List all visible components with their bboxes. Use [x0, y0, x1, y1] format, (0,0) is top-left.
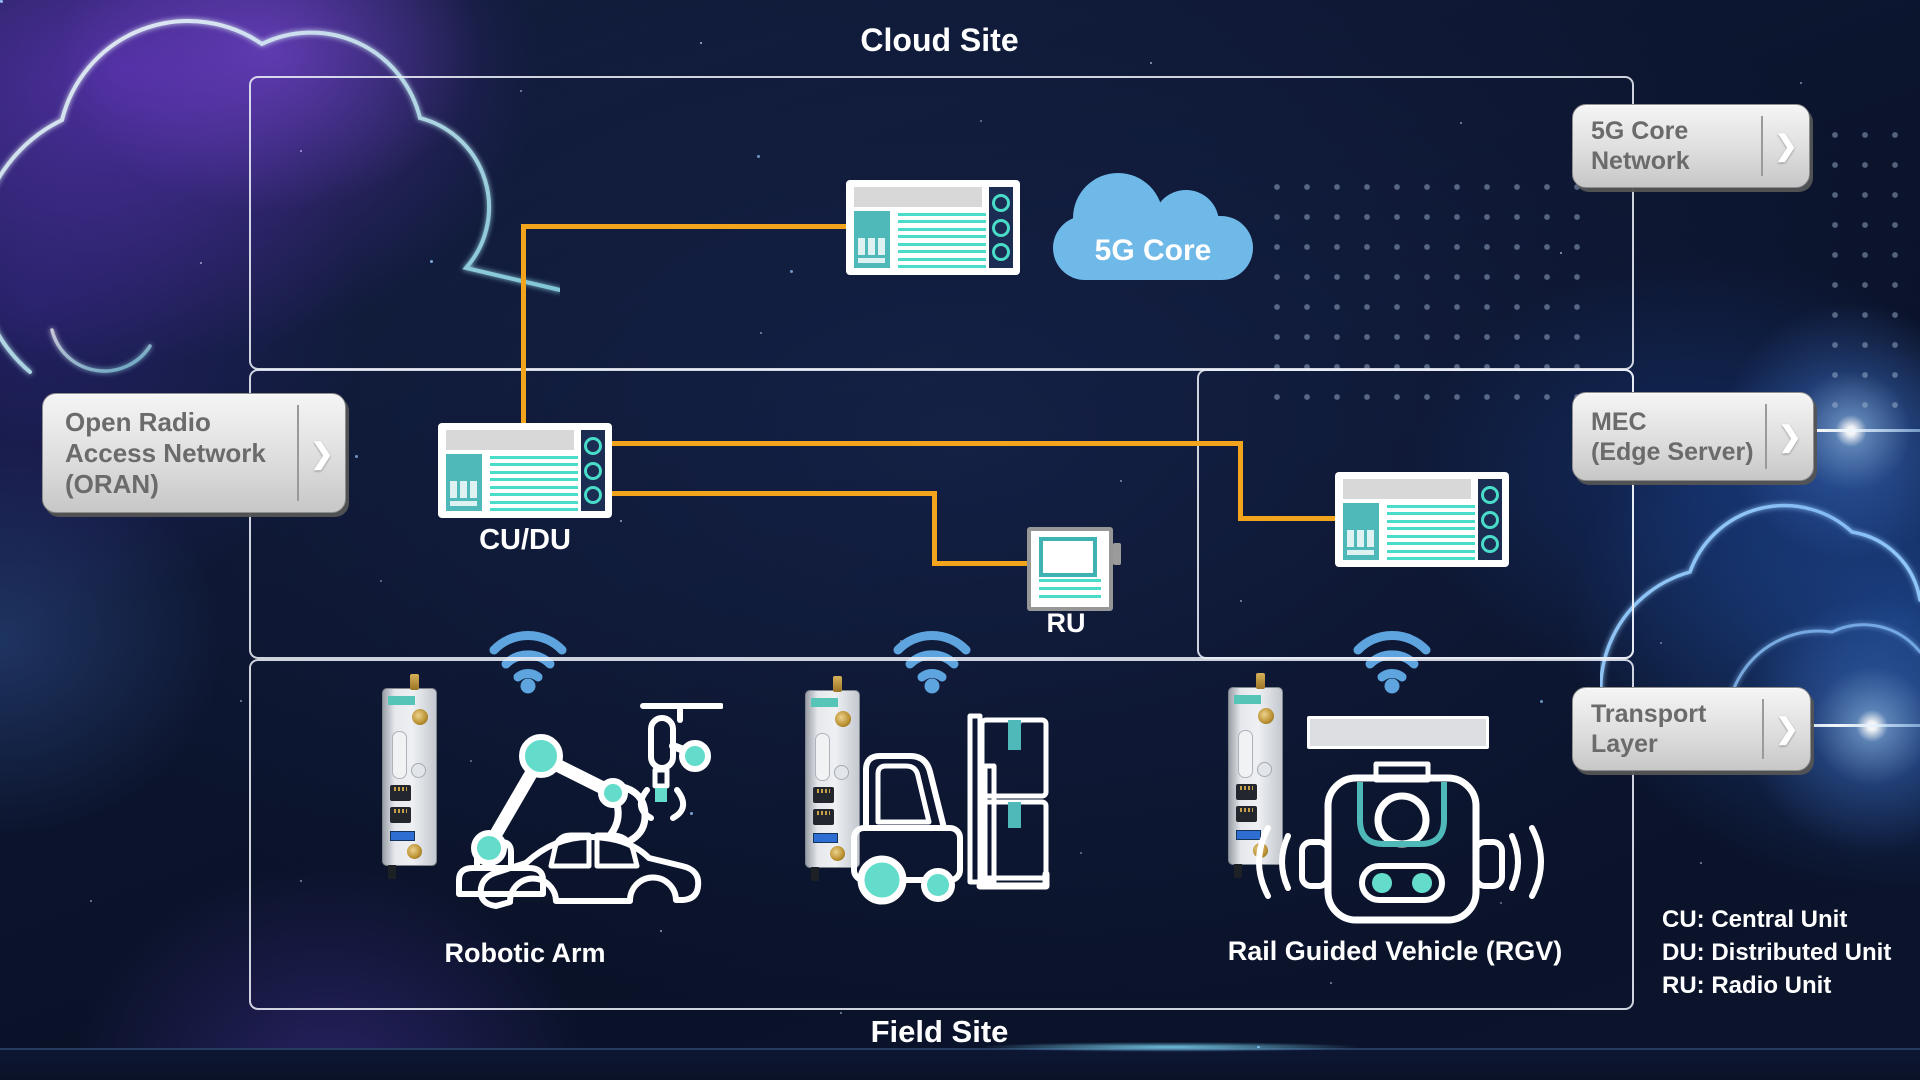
cellular-gateway-icon	[805, 676, 860, 881]
core-server-icon	[846, 180, 1020, 275]
connector-cudu-ru-h2	[932, 561, 1029, 566]
ru-device-icon	[1027, 527, 1121, 611]
cellular-gateway-icon	[382, 674, 437, 879]
rgv-label: Rail Guided Vehicle (RGV)	[1227, 936, 1563, 966]
chevron-right-icon: ❯	[1775, 713, 1799, 744]
button-divider	[1761, 116, 1763, 176]
mec-button-label: MEC (Edge Server)	[1591, 407, 1754, 466]
mec-server-icon	[1335, 472, 1509, 567]
legend-line: RU: Radio Unit	[1662, 972, 1832, 999]
button-divider	[1762, 699, 1764, 759]
connector-cudu-ru-v	[932, 491, 937, 566]
cloud-site-title: Cloud Site	[860, 22, 1019, 58]
connector-cudu-ru-h1	[610, 491, 937, 496]
ru-label: RU	[1046, 608, 1086, 638]
transport-layer-button-label: Transport Layer	[1591, 700, 1707, 758]
rgv-icon	[1256, 761, 1544, 924]
button-divider	[1765, 404, 1767, 469]
legend: CU: Central Unit DU: Distributed Unit RU…	[1662, 903, 1891, 1002]
decor-bottom-band	[0, 1048, 1920, 1080]
transport-layer-button[interactable]: Transport Layer ❯	[1572, 687, 1811, 771]
connector-cudu-mec-v	[1238, 441, 1243, 521]
field-site-title: Field Site	[870, 1014, 1009, 1049]
field-site-box	[249, 659, 1634, 1010]
chevron-right-icon: ❯	[1774, 130, 1798, 161]
core-network-button[interactable]: 5G Core Network ❯	[1572, 104, 1810, 188]
legend-line: DU: Distributed Unit	[1662, 939, 1892, 966]
cloud-5g-core-icon: 5G Core	[1053, 173, 1253, 280]
legend-line: CU: Central Unit	[1662, 906, 1848, 933]
connector-cudu-core-vertical	[521, 224, 526, 425]
chevron-right-icon: ❯	[1778, 420, 1802, 452]
cu-du-server-icon	[438, 423, 612, 518]
connector-cudu-mec-h1	[610, 441, 1242, 446]
decor-dot-matrix-b	[1820, 120, 1912, 430]
cloud-5g-core-label: 5G Core	[1094, 234, 1212, 267]
mec-button[interactable]: MEC (Edge Server) ❯	[1572, 392, 1814, 481]
oran-button[interactable]: Open Radio Access Network (ORAN) ❯	[42, 393, 346, 513]
chevron-right-icon: ❯	[310, 437, 334, 469]
cu-du-label: CU/DU	[479, 524, 571, 556]
cellular-gateway-icon	[1228, 673, 1283, 878]
robotic-arm-icon	[456, 703, 723, 909]
connector-cudu-mec-h2	[1238, 516, 1337, 521]
button-divider	[297, 405, 299, 501]
forklift-icon	[851, 713, 1050, 905]
decor-bottom-glow	[980, 1042, 1360, 1052]
connector-cudu-core-horizontal	[521, 224, 848, 229]
rgv-rail	[1307, 716, 1489, 749]
oran-button-label: Open Radio Access Network (ORAN)	[65, 406, 266, 499]
robotic-arm-label: Robotic Arm	[444, 938, 606, 968]
mec-site-box	[1197, 369, 1634, 659]
core-network-button-label: 5G Core Network	[1591, 117, 1690, 175]
